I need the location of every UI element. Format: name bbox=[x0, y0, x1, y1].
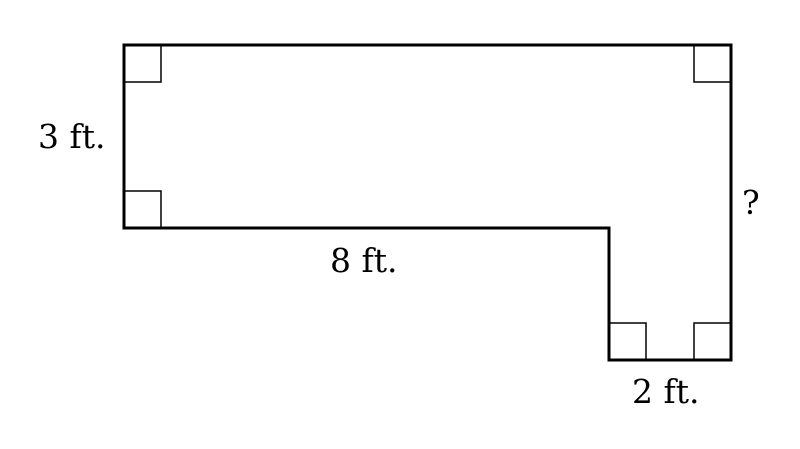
right-angle-marker-inner-bottom-left bbox=[609, 322, 647, 360]
right-angle-marker-top-right bbox=[693, 45, 731, 83]
right-angle-marker-inner-bottom-right bbox=[693, 322, 731, 360]
label-bottom-long: 8 ft. bbox=[330, 241, 397, 280]
label-right-side-unknown: ? bbox=[742, 183, 760, 222]
label-left-side: 3 ft. bbox=[38, 117, 105, 156]
right-angle-marker-top-left bbox=[124, 45, 162, 83]
right-angle-marker-bottom-left bbox=[124, 190, 162, 228]
label-bottom-short: 2 ft. bbox=[632, 372, 699, 411]
figure-outline bbox=[122, 43, 733, 362]
